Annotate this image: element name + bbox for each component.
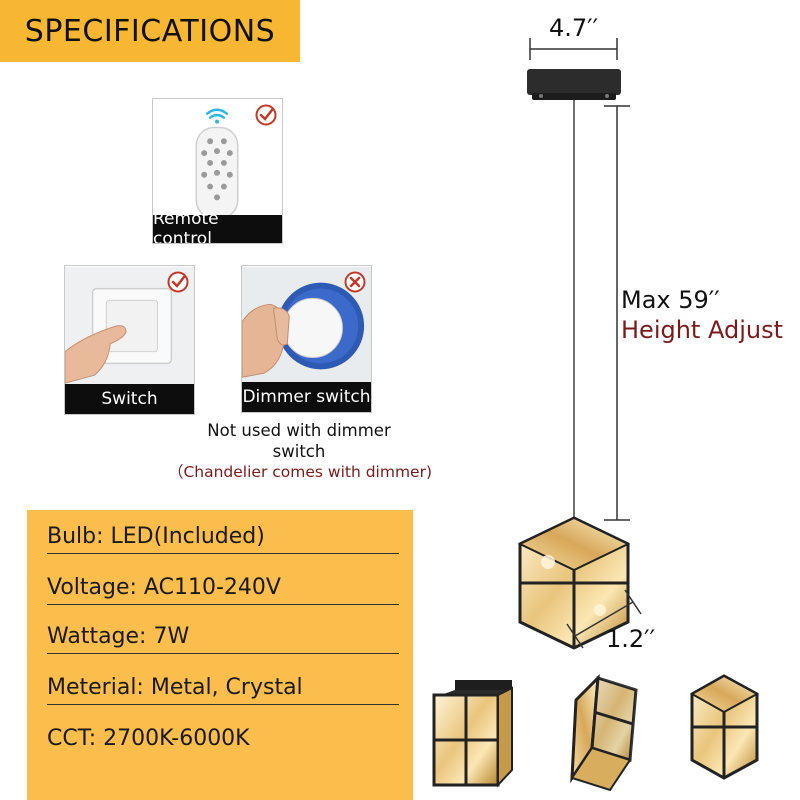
switch-caption: Switch xyxy=(65,384,194,414)
specifications-banner: SPECIFICATIONS xyxy=(0,0,300,62)
remote-control-card: Remote control xyxy=(152,98,283,244)
check-mark-icon xyxy=(255,104,277,126)
spec-panel: Bulb: LED(Included) Voltage: AC110-240V … xyxy=(27,510,413,800)
remote-control-image xyxy=(195,108,239,217)
canopy-width-label: 4.7′′ xyxy=(549,14,599,42)
dimmer-note-line1: Not used with dimmer switch xyxy=(207,421,391,461)
wireless-signal-icon xyxy=(205,108,229,124)
wall-switch-image xyxy=(65,266,194,386)
dimmer-note: Not used with dimmer switch （Chandelier … xyxy=(150,420,450,483)
dimmer-note-line2: （Chandelier comes with dimmer) xyxy=(167,463,433,481)
ceiling-canopy xyxy=(527,69,621,100)
spec-row-bulb: Bulb: LED(Included) xyxy=(47,524,399,554)
height-max-label: Max 59′′ xyxy=(621,286,720,314)
check-mark-icon xyxy=(167,271,189,293)
height-dimension xyxy=(604,105,630,521)
cross-mark-icon xyxy=(344,271,366,293)
variant-cube-front xyxy=(432,680,513,788)
spec-row-wattage: Wattage: 7W xyxy=(47,624,399,654)
main-crystal-cube xyxy=(517,516,631,650)
banner-title: SPECIFICATIONS xyxy=(24,13,276,49)
switch-card: Switch xyxy=(64,265,195,415)
cube-size-dimension xyxy=(566,589,642,649)
variant-cube-tilted xyxy=(570,674,638,792)
spec-row-voltage: Voltage: AC110-240V xyxy=(47,575,399,605)
spec-row-material: Meterial: Metal, Crystal xyxy=(47,675,399,705)
dimmer-switch-card: Dimmer switch xyxy=(241,265,372,413)
variant-cube-corner xyxy=(689,674,760,780)
canopy-width-dimension xyxy=(529,38,618,60)
height-label: Max 59′′ Height Adjust xyxy=(621,285,783,345)
dimmer-switch-caption: Dimmer switch xyxy=(242,382,371,412)
cube-size-label: 1.2′′ xyxy=(606,625,656,653)
height-adjust-label: Height Adjust xyxy=(621,316,783,344)
spec-row-cct: CCT: 2700K-6000K xyxy=(47,726,250,751)
